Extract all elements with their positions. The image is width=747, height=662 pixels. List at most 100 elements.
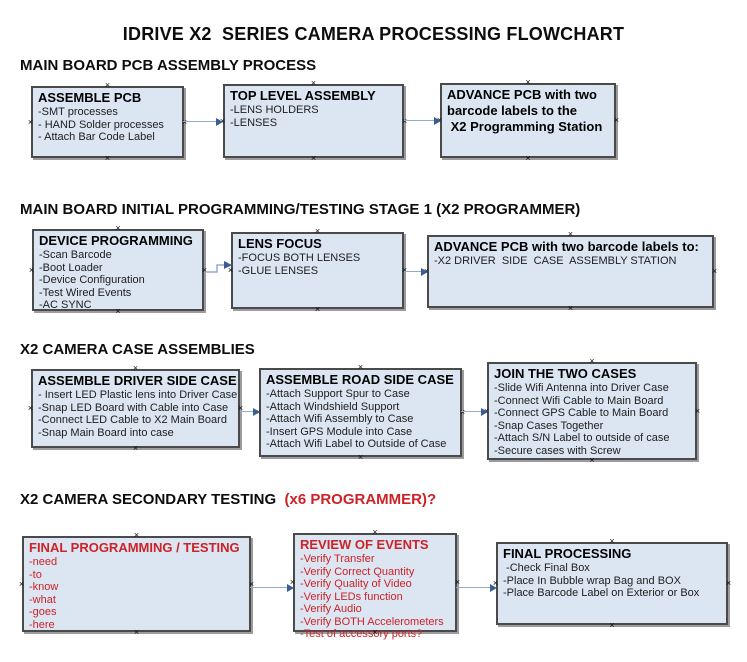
arrow-line <box>183 120 216 123</box>
connector-anchor-icon: × <box>104 153 111 163</box>
connector-anchor-icon: × <box>609 536 615 546</box>
page-title: IDRIVE X2 SERIES CAMERA PROCESSING FLOWC… <box>122 24 625 44</box>
arrow-line <box>404 119 434 122</box>
flow-box-final-programming-testing[interactable]: FINAL PROGRAMMING / TESTING -need -to -k… <box>19 531 254 637</box>
box-item: -Attach Wifi Label to Outside of Case <box>266 438 447 450</box>
box-item: -Insert GPS Module into Case <box>266 425 413 438</box>
connector-anchor-icon: × <box>132 443 139 453</box>
box-item: -know <box>29 581 59 593</box>
flow-arrow-lens-focus-to-advance-pcb[interactable] <box>404 267 428 276</box>
flow-arrow-review-to-final-processing[interactable] <box>456 583 497 592</box>
box-title: FINAL PROCESSING <box>503 546 632 561</box>
arrow-head-icon <box>287 583 294 592</box>
connector-anchor-icon: × <box>27 403 34 413</box>
flow-arrow-device-programming-to-lens-focus[interactable] <box>202 256 234 276</box>
box-title: ASSEMBLE DRIVER SIDE CASE <box>38 373 237 388</box>
flow-box-device-programming[interactable]: DEVICE PROGRAMMING -Scan Barcode -Boot L… <box>29 224 207 316</box>
arrow-head-icon <box>481 407 488 416</box>
box-item: -Attach Wifi Assembly to Case <box>266 413 414 425</box>
box-item: -Place Barcode Label on Exterior or Box <box>503 587 700 599</box>
arrow-head-icon <box>490 583 497 592</box>
connector-anchor-icon: × <box>525 153 531 163</box>
connector-anchor-icon: × <box>133 530 140 540</box>
box-item: -Boot Loader <box>39 261 103 274</box>
arrow-line <box>240 410 253 413</box>
box-item: -Verify LEDs function <box>300 590 403 603</box>
box-item: -AC SYNC <box>39 299 92 311</box>
flow-box-lens-focus[interactable]: LENS FOCUS -FOCUS BOTH LENSES -GLUE LENS… <box>228 227 407 314</box>
flow-box-advance-pcb-programming-station[interactable]: ADVANCE PCB with two barcode labels to t… <box>437 78 619 163</box>
flow-box-join-the-two-cases[interactable]: JOIN THE TWO CASES -Slide Wifi Antenna i… <box>484 357 700 465</box>
box-title: ADVANCE PCB with two barcode labels to t… <box>447 87 603 134</box>
section-heading-initial-programming: MAIN BOARD INITIAL PROGRAMMING/TESTING S… <box>20 201 580 218</box>
section-heading-secondary-testing: X2 CAMERA SECONDARY TESTING (x6 PROGRAMM… <box>20 491 436 508</box>
box-item: -need <box>29 556 58 568</box>
box-item: -what <box>29 593 56 606</box>
flow-box-top-level-assembly[interactable]: TOP LEVEL ASSEMBLY -LENS HOLDERS -LENSES… <box>220 79 407 163</box>
connector-anchor-icon: × <box>132 363 139 373</box>
connector-anchor-icon: × <box>115 223 121 233</box>
section-heading-text: MAIN BOARD INITIAL PROGRAMMING/TESTING S… <box>20 201 581 218</box>
connector-anchor-icon: × <box>609 620 615 630</box>
box-item: -here <box>29 618 55 631</box>
box-item: -to <box>29 568 42 581</box>
box-item: -Verify BOTH Accelerometers <box>300 615 444 628</box>
flow-arrow-top-level-to-advance-pcb[interactable] <box>404 116 441 125</box>
arrow-head-icon <box>216 117 223 126</box>
box-item: -X2 DRIVER SIDE CASE ASSEMBLY STATION <box>434 255 677 267</box>
flow-box-assemble-driver-side-case[interactable]: ASSEMBLE DRIVER SIDE CASE - Insert LED P… <box>28 364 243 453</box>
connector-anchor-icon: × <box>613 115 620 125</box>
box-title: FINAL PROGRAMMING / TESTING <box>29 540 240 555</box>
box-item: -Verify Transfer <box>300 553 375 565</box>
box-item: -Connect Wifi Cable to Main Board <box>494 394 664 407</box>
box-title: ADVANCE PCB with two barcode labels to: <box>434 239 699 254</box>
flow-arrow-driver-case-to-road-case[interactable] <box>240 407 260 416</box>
connector-anchor-icon: × <box>27 116 34 127</box>
box-item: -Secure cases with Screw <box>494 444 621 457</box>
box-item: -Test Wired Events <box>39 286 132 299</box>
box-item: -LENSES <box>230 116 278 129</box>
box-item: -FOCUS BOTH LENSES <box>238 252 361 264</box>
connector-anchor-icon: × <box>18 578 25 589</box>
arrow-line <box>456 586 490 589</box>
connector-anchor-icon: × <box>310 153 317 163</box>
box-item: -Device Configuration <box>39 274 145 286</box>
connector-anchor-icon: × <box>372 527 378 537</box>
flow-arrow-final-programming-to-review[interactable] <box>250 583 294 592</box>
arrow-head-icon <box>224 261 232 269</box>
connector-anchor-icon: × <box>589 455 595 465</box>
connector-anchor-icon: × <box>357 362 364 372</box>
box-title: JOIN THE TWO CASES <box>494 366 637 381</box>
box-item: - Attach Bar Code Label <box>38 131 155 143</box>
box-item: - Insert LED Plastic lens into Driver Ca… <box>38 389 238 401</box>
connector-anchor-icon: × <box>567 303 574 313</box>
flow-arrow-assemble-pcb-to-top-level[interactable] <box>183 117 223 126</box>
box-item: -Verify Correct Quantity <box>300 565 415 578</box>
arrow-head-icon <box>421 267 428 276</box>
box-item: -Verify Quality of Video <box>300 578 412 590</box>
arrow-head-icon <box>434 116 441 125</box>
connector-anchor-icon: × <box>694 405 701 416</box>
connector-anchor-icon: × <box>310 78 317 88</box>
box-title: REVIEW OF EVENTS <box>300 537 429 552</box>
flow-box-assemble-road-side-case[interactable]: ASSEMBLE ROAD SIDE CASE -Attach Support … <box>256 363 465 462</box>
box-item: -GLUE LENSES <box>238 264 319 277</box>
flow-box-assemble-pcb[interactable]: ASSEMBLE PCB -SMT processes - HAND Solde… <box>28 81 187 163</box>
connector-anchor-icon: × <box>589 356 595 366</box>
box-item: -Test of accessory ports? <box>300 628 423 640</box>
section-heading-suffix: (x6 PROGRAMMER)? <box>280 491 437 508</box>
box-item: -Connect GPS Cable to Main Board <box>494 407 669 419</box>
flow-arrow-road-case-to-join-cases[interactable] <box>461 407 488 416</box>
flow-box-final-processing[interactable]: FINAL PROCESSING -Check Final Box -Place… <box>493 537 731 630</box>
flow-box-review-of-events[interactable]: REVIEW OF EVENTS -Verify Transfer -Verif… <box>290 528 460 641</box>
box-item: -Attach S/N Label to outside of case <box>494 432 670 444</box>
box-item: -Place In Bubble wrap Bag and BOX <box>503 574 681 587</box>
connector-anchor-icon: × <box>711 266 718 276</box>
flow-box-advance-pcb-driver-side[interactable]: ADVANCE PCB with two barcode labels to: … <box>424 230 717 313</box>
connector-anchor-icon: × <box>567 229 574 239</box>
box-item: -LENS HOLDERS <box>230 104 319 116</box>
box-item: -Slide Wifi Antenna into Driver Case <box>494 382 669 394</box>
box-title: ASSEMBLE ROAD SIDE CASE <box>266 372 454 387</box>
connector-anchor-icon: × <box>314 304 321 314</box>
